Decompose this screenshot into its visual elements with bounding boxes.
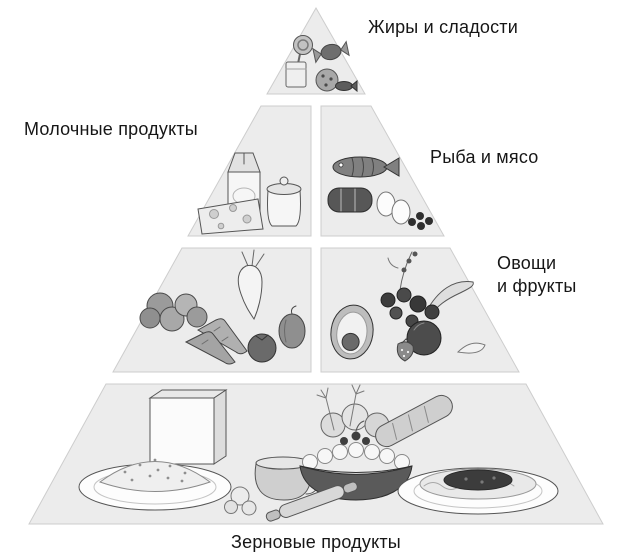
candy-icon	[312, 40, 350, 64]
olives-icon	[408, 212, 433, 230]
rice-plate-icon	[78, 458, 232, 511]
grains-illustration	[78, 384, 559, 522]
label-vegetables-fruits-line2: и фрукты	[497, 276, 577, 296]
banana-icon	[425, 281, 474, 318]
label-fats-sweets: Жиры и сладости	[368, 17, 519, 37]
carrot-icon	[184, 318, 248, 365]
rolling-pin-icon	[265, 481, 358, 522]
pepper-icon	[278, 305, 306, 349]
label-vegetables-fruits: Овощи и фрукты	[497, 252, 577, 298]
greens-icon	[139, 292, 208, 332]
strawberry-icon	[396, 338, 414, 362]
jar-icon	[266, 176, 302, 227]
baguette-icon	[375, 394, 453, 448]
fish-meat-illustration	[327, 156, 433, 230]
plum-icon	[406, 320, 442, 356]
dairy-illustration	[197, 152, 302, 235]
label-dairy: Молочные продукты	[24, 119, 198, 139]
label-grains: Зерновые продукты	[231, 532, 401, 552]
fruits-illustration	[330, 251, 486, 362]
radish-icon	[237, 249, 265, 321]
apple-slice-icon	[456, 342, 486, 354]
avocado-icon	[330, 304, 374, 360]
fish-icon	[332, 156, 400, 178]
spaghetti-plate-icon	[397, 467, 559, 515]
dough-icon	[224, 486, 257, 516]
cereal-box-icon	[148, 389, 228, 465]
cookie-icon	[315, 68, 339, 92]
wheat-icon	[316, 384, 365, 431]
berry-branch-icon	[387, 251, 418, 291]
vegetables-illustration	[139, 249, 306, 365]
label-vegetables-fruits-line1: Овощи	[497, 253, 557, 273]
label-fish-meat: Рыба и мясо	[430, 147, 539, 167]
cheese-icon	[197, 198, 264, 235]
sweets-illustration	[285, 35, 358, 93]
jug-icon	[254, 456, 320, 501]
meat-icon	[327, 187, 373, 213]
sugar-pack-icon	[285, 61, 307, 88]
eggs-icon	[376, 191, 411, 225]
fish-candy-icon	[335, 79, 358, 93]
tomato-icon	[247, 333, 277, 363]
